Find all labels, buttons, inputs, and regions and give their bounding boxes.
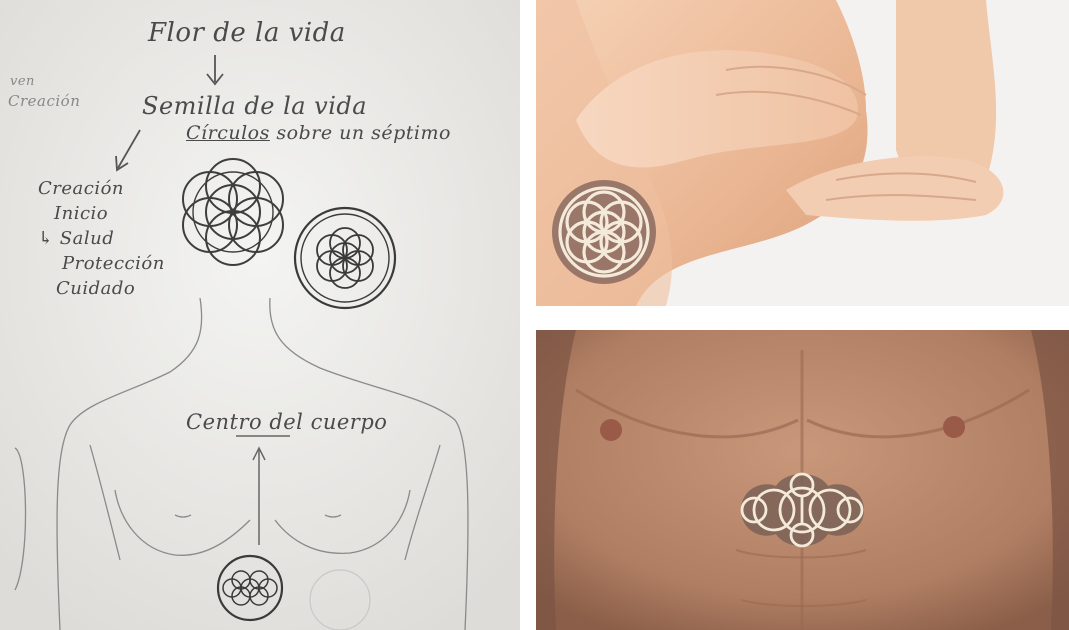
right-nipple (943, 416, 965, 438)
seed-of-life-label: Semilla de la vida (142, 92, 367, 120)
list-item: Inicio (38, 201, 165, 226)
circles-word: Círculos (186, 122, 270, 144)
creation-list: Creación Inicio ↳ Salud Protección Cuida… (38, 176, 165, 301)
list-item: Creación (38, 176, 165, 201)
list-item: ↳ Salud (38, 226, 165, 251)
seed-of-life-tattoo (552, 180, 656, 284)
chest-photo (536, 330, 1069, 630)
sketch-panel: Flor de la vida Semilla de la vida Círcu… (0, 0, 520, 630)
list-item: Protección (38, 251, 165, 276)
sketch-title: Flor de la vida (148, 18, 346, 48)
breast-photo-panel (536, 0, 1069, 306)
circles-rest: sobre un séptimo (270, 122, 451, 144)
list-item: Cuidado (38, 276, 165, 301)
breast-photo (536, 0, 1069, 306)
edge-word-1: ven (10, 74, 35, 89)
body-center-label: Centro del cuerpo (186, 410, 387, 434)
circles-label: Círculos sobre un séptimo (186, 122, 451, 144)
left-nipple (600, 419, 622, 441)
chest-photo-panel (536, 330, 1069, 630)
edge-word-2: Creación (8, 92, 80, 110)
